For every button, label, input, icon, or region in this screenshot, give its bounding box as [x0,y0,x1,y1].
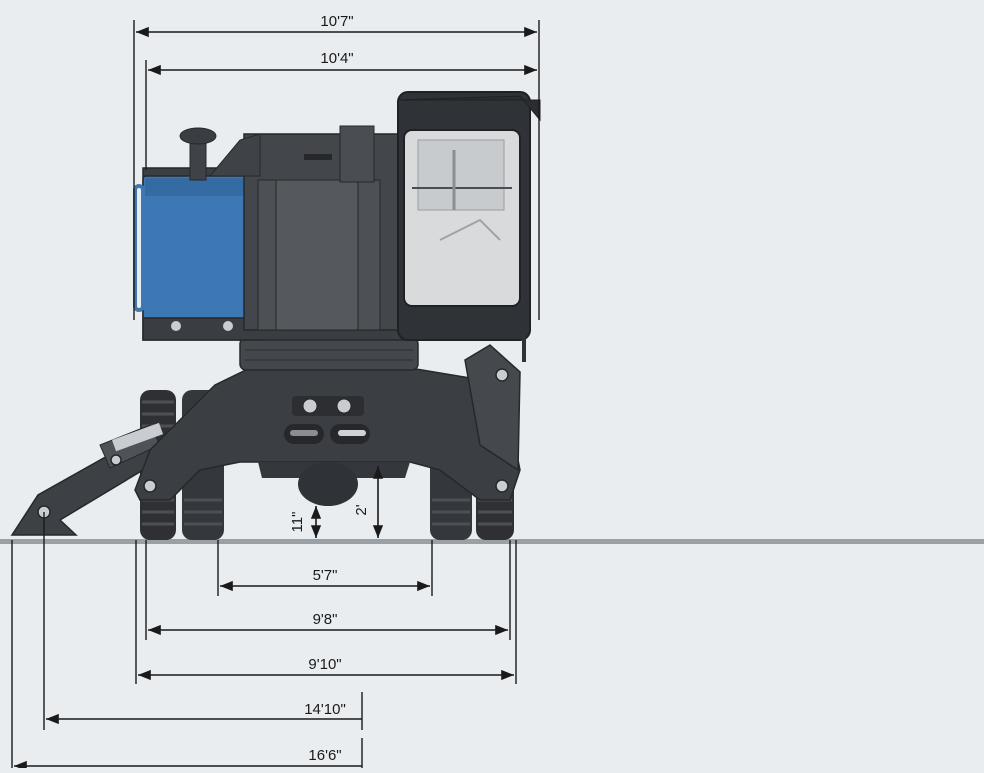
dim-upper-width: 10'4" [320,50,353,67]
dim-undercarriage-outer: 9'10" [308,656,341,673]
dimension-arrows [13,26,537,772]
upper-structure [133,125,406,341]
dim-undercarriage-width: 9'8" [313,611,338,628]
carbody-frame [134,344,521,506]
operator-cab [397,91,541,362]
dim-outrigger-pad-span: 14'10" [304,701,346,718]
dim-overall-top: 10'7" [320,13,353,30]
dim-track-inner: 5'7" [313,567,338,584]
exhaust-cap [179,127,217,145]
dimension-lines [11,20,540,768]
engine-cover-blue [142,175,250,321]
ground-line [0,539,984,544]
dim-ground-clearance-axle: 11" [289,512,306,533]
left-outrigger [10,422,170,536]
slewing-ring [239,337,419,371]
dim-outrigger-total-span: 16'6" [308,747,341,764]
dim-ground-clearance-frame: 2' [353,504,370,515]
